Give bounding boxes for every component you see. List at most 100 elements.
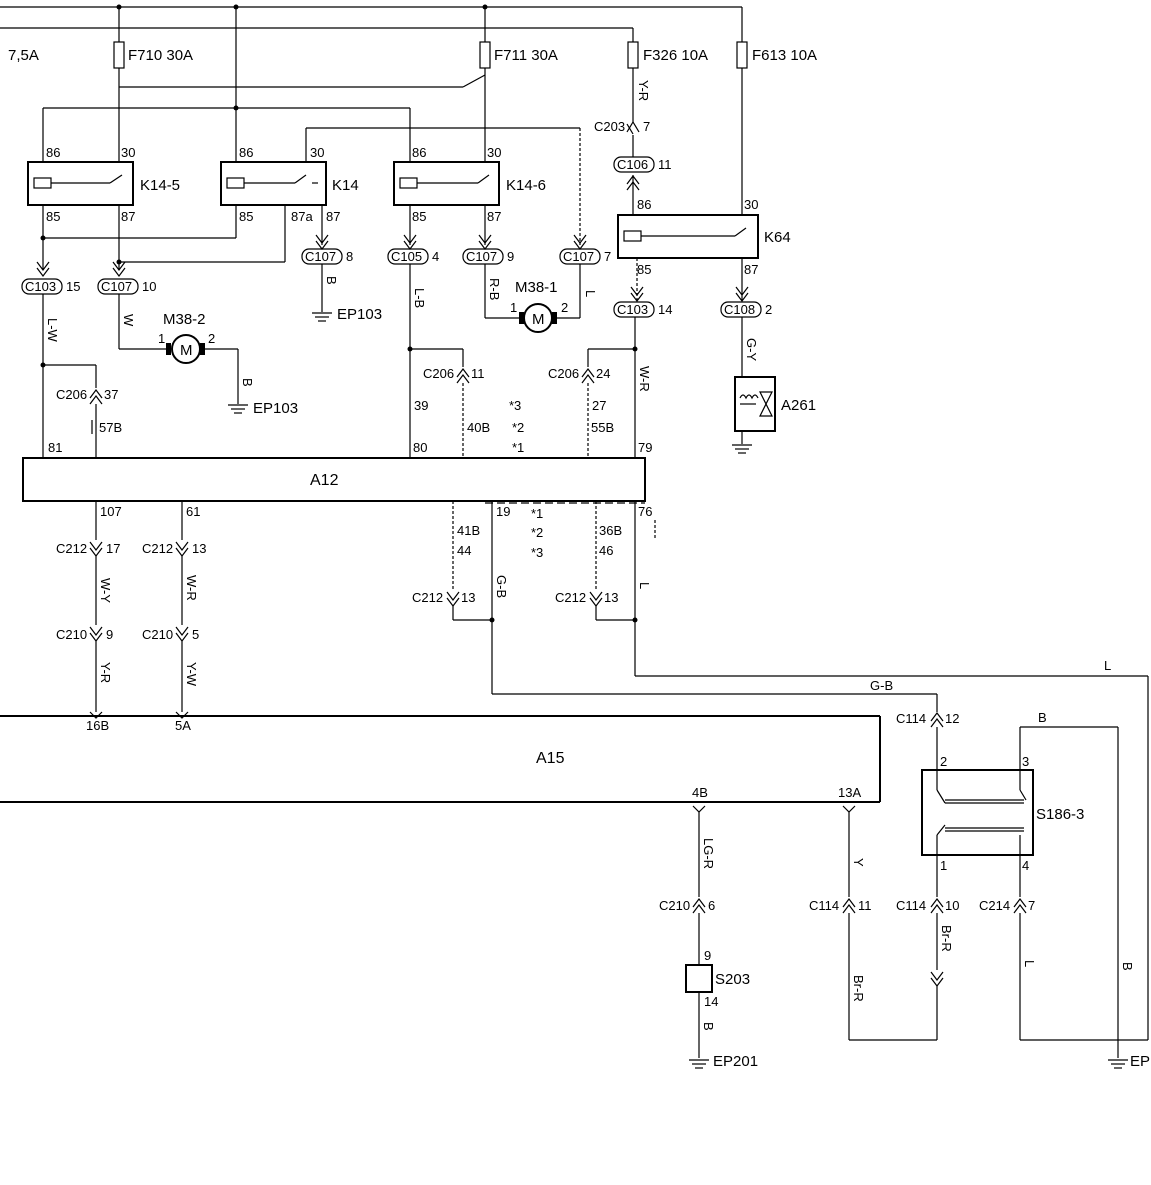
middle-wires xyxy=(40,264,743,458)
connector-pin: 15 xyxy=(66,279,80,294)
wire-color: Y-R xyxy=(98,662,113,683)
connector-pin: 5 xyxy=(192,627,199,642)
connector-name: C210 xyxy=(142,627,173,642)
connector-c214-7 xyxy=(930,971,944,987)
connector-c212-13a: C212 13 xyxy=(142,541,206,557)
pin-label: 14 xyxy=(704,994,718,1009)
connector-pin: 11 xyxy=(858,898,872,913)
pin-note: *1 xyxy=(512,440,524,455)
pin-label: 87 xyxy=(121,209,135,224)
connector-name: C114 xyxy=(809,898,839,913)
relay-label: K14-5 xyxy=(140,177,180,194)
pin-label: 19 xyxy=(496,504,510,519)
switch-s186-3: 2 3 1 4 S186-3 xyxy=(921,754,1084,873)
connector-pin: 7 xyxy=(1028,898,1035,913)
pin-label: 87 xyxy=(487,209,501,224)
pin-label: 61 xyxy=(186,504,200,519)
connector-name: C105 xyxy=(391,249,422,264)
wire-color: B xyxy=(701,1022,716,1031)
pin-label: 86 xyxy=(239,145,253,160)
pin-note: *2 xyxy=(512,420,524,435)
module-a261: A261 xyxy=(732,376,816,454)
motor-pin: 2 xyxy=(561,300,568,315)
connector-pin: 7 xyxy=(643,119,650,134)
pin-notes-upper: 57B 39 40B *3 *2 *1 27 55B xyxy=(91,398,614,455)
motor-m38-2: M38-2 M 1 2 xyxy=(158,311,215,364)
wire-color: L-B xyxy=(412,288,427,308)
wire-color: B xyxy=(324,276,339,285)
connector-c206-37: C206 37 xyxy=(56,387,118,405)
fuse-partial: 7,5A xyxy=(8,47,39,64)
wire-color: W-Y xyxy=(98,578,113,603)
wire-color: W-R xyxy=(184,575,199,601)
relay-label: K64 xyxy=(764,229,791,246)
wire-color: B xyxy=(1038,710,1047,725)
pin-label: 79 xyxy=(638,440,652,455)
connector-name: C206 xyxy=(423,366,454,381)
connector-name: C107 xyxy=(466,249,497,264)
relay-k14-6: 86 30 85 87 K14-6 xyxy=(393,145,546,224)
connector-name: C107 xyxy=(563,249,594,264)
connector-c108-2: C108 2 xyxy=(720,286,772,318)
module-a15: A15 16B 5A 4B 13A xyxy=(0,711,881,813)
pin-label: 4 xyxy=(1022,858,1029,873)
connector-name: C212 xyxy=(56,541,87,556)
fuse-label: F613 10A xyxy=(752,47,817,64)
connector-pin: 14 xyxy=(658,302,672,317)
wire-color: B xyxy=(240,378,255,387)
pin-label: 81 xyxy=(48,440,62,455)
pin-note: 41B xyxy=(457,523,480,538)
pin-note: 55B xyxy=(591,420,614,435)
pin-label: 87 xyxy=(326,209,340,224)
connector-c103-15: C103 15 xyxy=(21,261,80,295)
pin-label: 85 xyxy=(239,209,253,224)
power-rail xyxy=(0,4,743,108)
wire-color: L xyxy=(583,290,598,297)
connector-pin: 37 xyxy=(104,387,118,402)
connector-name: C203 xyxy=(594,119,625,134)
connector-name: C106 xyxy=(617,157,648,172)
connector-c105-4: C105 4 xyxy=(387,234,439,265)
connector-pin: 13 xyxy=(604,590,618,605)
connector-pin: 12 xyxy=(945,711,959,726)
wire-color: L xyxy=(1104,658,1111,673)
connector-c210-6: C114 11 xyxy=(809,898,872,914)
connector-c210-3: C210 6 xyxy=(659,898,715,914)
connector-pin: 10 xyxy=(142,279,156,294)
motor-pin: 1 xyxy=(158,331,165,346)
ground-label: EP103 xyxy=(337,306,382,323)
motor-pin: 1 xyxy=(510,300,517,315)
pin-label: 13A xyxy=(838,785,861,800)
pin-note: 46 xyxy=(599,543,613,558)
module-label: A15 xyxy=(536,750,565,767)
ground-label: EP201 xyxy=(713,1053,758,1070)
pin-label: 30 xyxy=(487,145,501,160)
wire-color: W-R xyxy=(637,366,652,392)
relay-label: K14 xyxy=(332,177,359,194)
motor-pin: 2 xyxy=(208,331,215,346)
connector-pin: 13 xyxy=(192,541,206,556)
connector-name: C103 xyxy=(617,302,648,317)
pin-label: 87a xyxy=(291,209,313,224)
fuse-label: F711 30A xyxy=(494,47,558,64)
wire-color: Y-R xyxy=(636,80,651,101)
motor-label: M38-2 xyxy=(163,311,206,328)
connector-name: C107 xyxy=(305,249,336,264)
connector-pin: 9 xyxy=(106,627,113,642)
pin-label: 87 xyxy=(744,262,758,277)
pin-label: 85 xyxy=(412,209,426,224)
connector-pin: 6 xyxy=(708,898,715,913)
ground-ep103-b: EP103 xyxy=(228,400,298,417)
pin-label: 16B xyxy=(86,718,109,733)
connector-pin: 4 xyxy=(432,249,439,264)
motor-symbol: M xyxy=(180,342,193,359)
wire-color-labels-lower: LG-R Y Br-R Br-R L B B B xyxy=(701,710,1135,1031)
connector-name: C114 xyxy=(896,711,926,726)
connector-name: C108 xyxy=(724,302,755,317)
wire-color: L-W xyxy=(45,318,60,343)
wire-color: Y xyxy=(851,858,866,867)
connector-c212-13b: C212 13 xyxy=(412,590,475,607)
pin-label: 9 xyxy=(704,948,711,963)
pin-note: *2 xyxy=(531,525,543,540)
